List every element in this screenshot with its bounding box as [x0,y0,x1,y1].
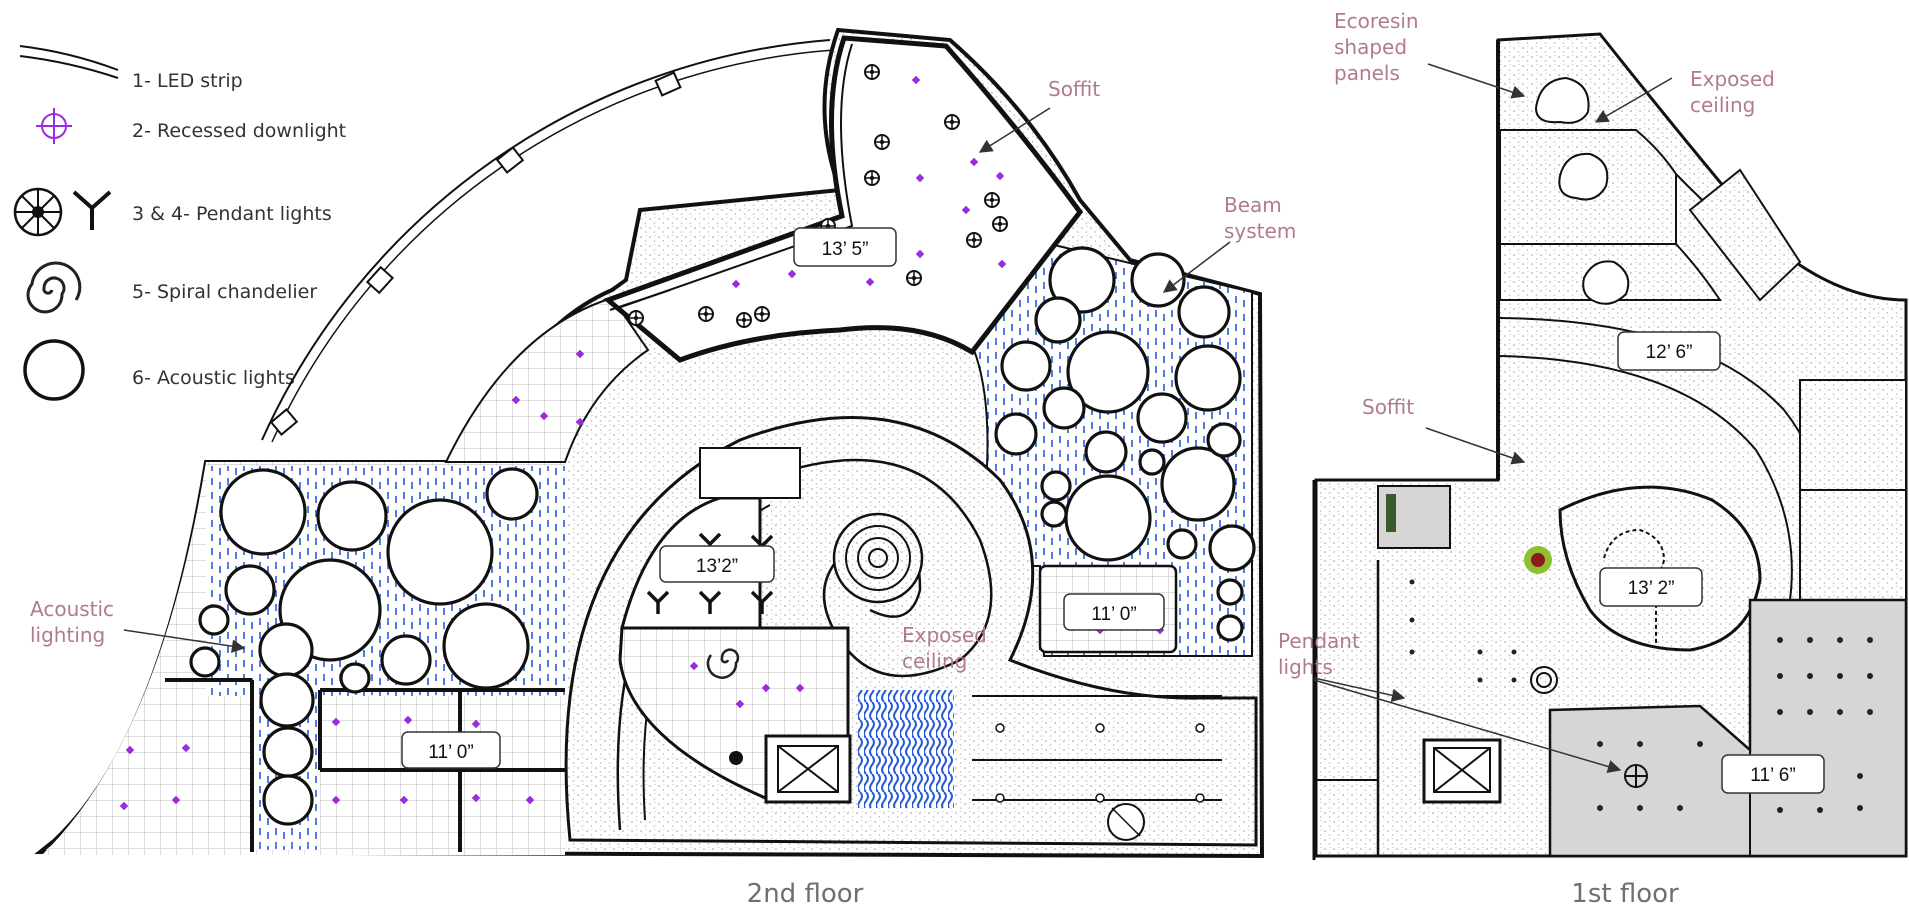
second-floor-title: 2nd floor [747,879,864,909]
height-tag-bottom-1st: 11’ 6” [1721,754,1825,794]
svg-text:Ecoresin: Ecoresin [1334,9,1419,33]
spiral-chandelier-2nd [706,648,740,679]
elevator-2nd-floor [764,734,852,804]
svg-text:11’ 0”: 11’ 0” [1091,604,1136,625]
svg-text:13’ 2”: 13’ 2” [1628,578,1675,599]
first-floor-title: 1st floor [1571,879,1679,909]
acoustic-light-cluster [189,246,1256,826]
svg-text:Exposed: Exposed [902,623,987,647]
acoustic-light-icon [23,339,85,401]
pendant-lights-icon [13,187,112,237]
svg-text:Soffit: Soffit [1362,395,1414,419]
svg-text:13’2”: 13’2” [696,556,738,577]
svg-text:11’ 6”: 11’ 6” [1750,765,1795,786]
callout-exposed-ceiling-1st: Exposed ceiling [1594,67,1775,123]
ecoresin-panels [1534,76,1630,305]
svg-text:12’ 6”: 12’ 6” [1646,342,1693,363]
recessed-downlight-icon [36,108,72,144]
svg-text:ceiling: ceiling [902,649,967,673]
svg-text:Soffit: Soffit [1048,77,1100,101]
height-tag-right-2nd: 11’ 0” [1063,593,1165,631]
legend-label-recessed-downlight: 2- Recessed downlight [132,120,346,142]
second-floor-plan [34,27,1265,859]
callout-beam-system-2nd: Beam system [1162,193,1296,293]
top-soffit-zone [603,35,1084,363]
exposed-ceiling-wave-zone [858,690,954,808]
svg-text:panels: panels [1334,61,1400,85]
height-tag-top-1st: 12’ 6” [1617,331,1721,371]
callout-acoustic-lighting-2nd: Acoustic lighting [30,597,246,653]
spiral-chandelier-icon [26,261,82,314]
svg-text:system: system [1224,219,1296,243]
callout-soffit-2nd: Soffit [978,77,1100,153]
svg-text:ceiling: ceiling [1690,93,1755,117]
round-table-icon [1107,803,1145,841]
callout-exposed-ceiling-2nd: Exposed ceiling [902,623,987,673]
svg-text:lighting: lighting [30,623,105,647]
pendant-light-target-icon [1624,764,1648,788]
first-floor-plan [1312,32,1908,860]
sun-chandelier-icon [1524,546,1552,574]
svg-text:shaped: shaped [1334,35,1407,59]
callout-ecoresin-1st: Ecoresin shaped panels [1334,9,1526,99]
svg-text:Pendant: Pendant [1278,629,1360,653]
legend: 1- LED strip 2- Recessed downlight 3 & 4… [13,45,346,401]
legend-label-pendant-lights: 3 & 4- Pendant lights [132,203,332,225]
callout-pendant-lights-1st: Pendant lights [1278,629,1622,774]
legend-label-acoustic-lights: 6- Acoustic lights [132,367,295,389]
svg-text:13’ 5”: 13’ 5” [822,239,869,260]
height-tag-bottom-left-2nd: 11’ 0” [401,731,501,769]
height-tag-center-2nd: 13’2” [659,545,775,583]
svg-text:lights: lights [1278,655,1333,679]
height-tag-top-2nd: 13’ 5” [793,227,897,267]
soffit-pendant-lights [628,64,1008,328]
elevator-1st-floor [1422,738,1502,804]
svg-text:Acoustic: Acoustic [30,597,114,621]
callout-soffit-1st: Soffit [1362,395,1526,465]
svg-text:Beam: Beam [1224,193,1282,217]
led-strip-icon [19,45,119,79]
height-tag-middle-1st: 13’ 2” [1599,567,1703,607]
legend-label-spiral-chandelier: 5- Spiral chandelier [132,281,317,303]
led-strip-arc [261,39,831,441]
legend-label-led-strip: 1- LED strip [132,70,243,92]
svg-text:Exposed: Exposed [1690,67,1775,91]
svg-text:11’ 0”: 11’ 0” [428,742,473,763]
